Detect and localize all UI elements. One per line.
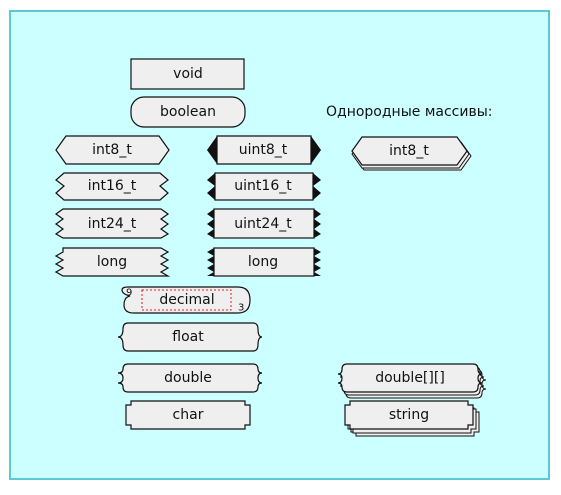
- array-int8-label: int8_t: [389, 143, 429, 159]
- int8-label: int8_t: [92, 142, 132, 158]
- arrays-heading: Однородные массивы:: [326, 104, 492, 120]
- uint8-node: uint8_t: [207, 135, 321, 165]
- int24-node: int24_t: [54, 208, 170, 239]
- uint24-node: uint24_t: [207, 208, 321, 239]
- array-double-label: double[][]: [375, 370, 445, 386]
- double-label: double: [164, 370, 212, 386]
- array-string-label: string: [389, 407, 429, 423]
- decimal-label: decimal: [159, 292, 214, 308]
- double-node: double: [117, 363, 263, 393]
- boolean-node: boolean: [130, 96, 246, 128]
- uint24-label: uint24_t: [234, 216, 292, 232]
- boolean-label: boolean: [160, 104, 216, 120]
- int24-label: int24_t: [88, 216, 137, 232]
- uint8-label: uint8_t: [239, 142, 288, 158]
- long-label: long: [97, 254, 127, 270]
- array-int8-node: int8_t: [351, 136, 472, 171]
- int16-label: int16_t: [88, 178, 137, 194]
- uint16-label: uint16_t: [234, 178, 292, 194]
- array-double-node: double[][]: [337, 363, 487, 399]
- ulong-label: long: [248, 254, 278, 270]
- uint16-node: uint16_t: [207, 172, 321, 201]
- decimal-precision: 9: [126, 288, 132, 299]
- char-label: char: [173, 407, 204, 423]
- decimal-scale: 3: [238, 303, 244, 314]
- void-label: void: [173, 66, 203, 82]
- decimal-node: decimal 9 3: [121, 286, 251, 314]
- ulong-node: long: [207, 247, 321, 277]
- char-node: char: [125, 400, 251, 430]
- int16-node: int16_t: [55, 172, 169, 201]
- int8-node: int8_t: [55, 135, 170, 165]
- float-label: float: [172, 329, 204, 345]
- long-node: long: [54, 247, 171, 277]
- void-node: void: [130, 58, 245, 90]
- array-string-node: string: [344, 400, 480, 437]
- float-node: float: [117, 322, 263, 352]
